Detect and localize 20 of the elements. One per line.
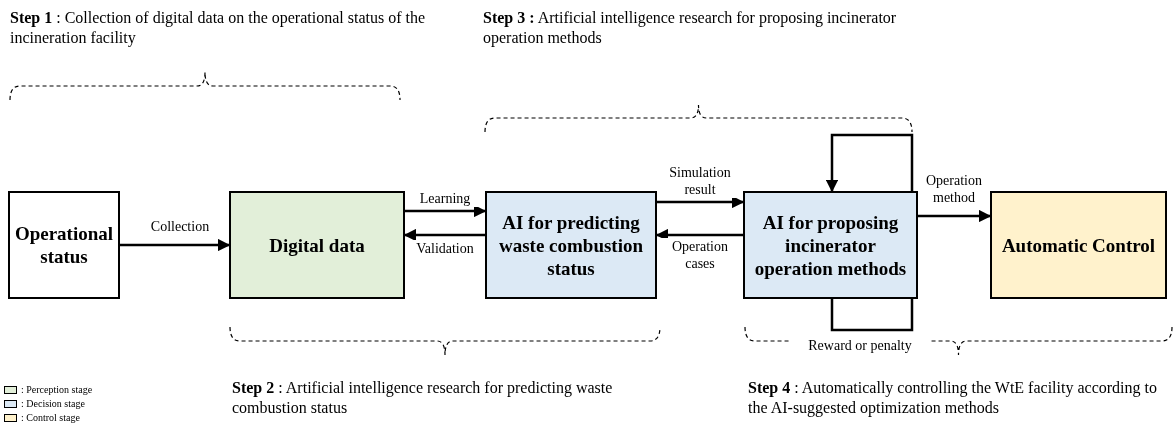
arrow — [120, 238, 231, 252]
edge-label: Reward or penalty — [790, 337, 930, 354]
legend-text: : Perception stage — [21, 383, 93, 396]
box-text: Operational status — [14, 222, 114, 268]
arrow — [918, 209, 992, 223]
step-description: Step 3 : Artificial intelligence research for proposing incinerator operation methods — [483, 8, 898, 48]
step-description: Step 4 : Automatically controlling the WtE facility according to the AI-suggested optimization methods — [748, 378, 1158, 418]
stage-box — [990, 191, 1167, 299]
legend-text: : Control stage — [21, 411, 80, 424]
box-text: AI for proposing incinerator operation methods — [753, 210, 908, 280]
box-text: AI for predicting waste combustion status — [497, 210, 645, 280]
stage-box — [229, 191, 405, 299]
box-text: Digital data — [269, 233, 365, 257]
stage-box — [485, 191, 657, 299]
legend-text: : Decision stage — [21, 397, 85, 410]
stage-box — [743, 191, 918, 299]
step-description: Step 2 : Artificial intelligence research for predicting waste combustion status — [232, 378, 614, 418]
stage-box — [8, 191, 120, 299]
box-text: Automatic Control — [1001, 233, 1156, 257]
step-description: Step 1 : Collection of digital data on the operational status of the incineration facility — [10, 8, 427, 48]
